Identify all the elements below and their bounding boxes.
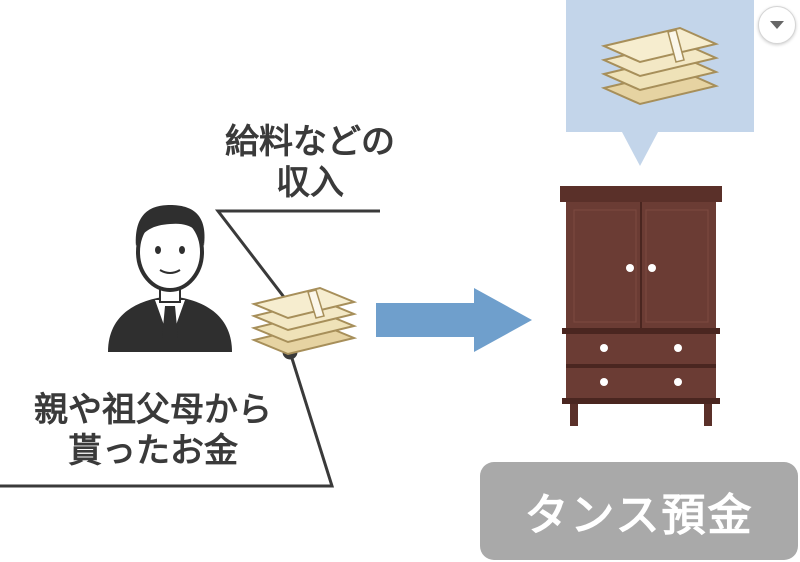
speech-bubble-tail xyxy=(622,132,658,166)
gift-label: 親や祖父母から 貰ったお金 xyxy=(8,390,298,472)
person-icon xyxy=(108,205,232,352)
wardrobe-icon xyxy=(560,186,722,426)
income-label: 給料などの 収入 xyxy=(200,122,420,204)
dropdown-icon[interactable] xyxy=(758,6,796,44)
income-label-line2: 収入 xyxy=(276,162,344,203)
caption-text: タンス預金 xyxy=(524,490,754,541)
gift-label-line1: 親や祖父母から xyxy=(34,390,272,430)
tansu-savings-caption: タンス預金 xyxy=(480,462,798,560)
bubble-money-icon-front xyxy=(600,26,720,106)
gift-label-line2: 貰ったお金 xyxy=(68,430,238,471)
arrow-right-icon xyxy=(376,288,532,352)
money-bundle-icon xyxy=(250,286,358,356)
income-label-line1: 給料などの xyxy=(225,122,395,162)
